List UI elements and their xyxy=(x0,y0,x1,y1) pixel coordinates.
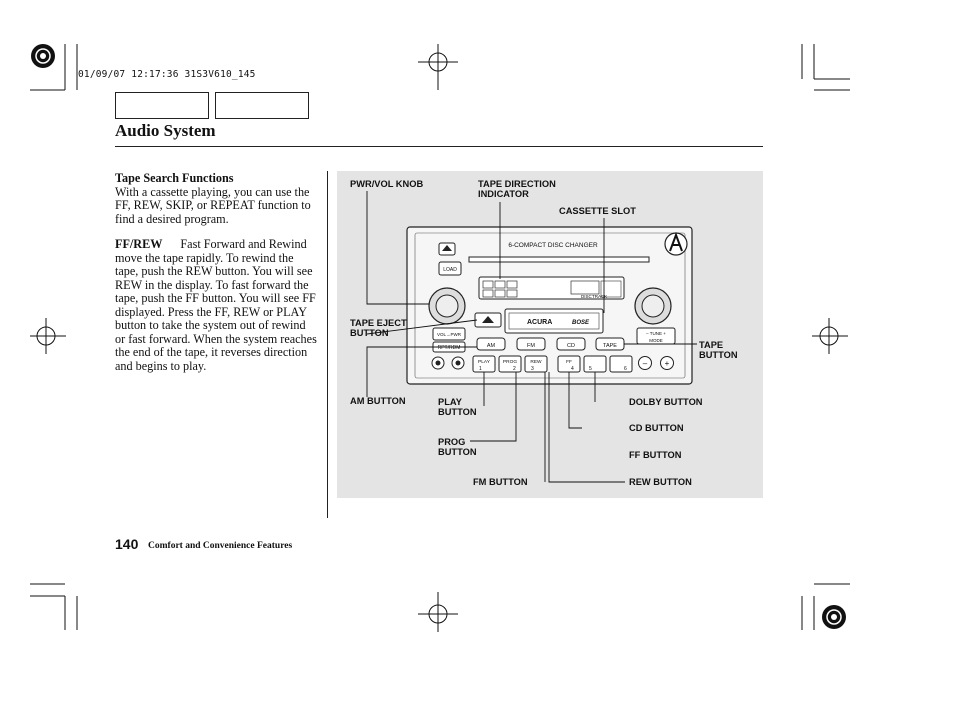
acura-brand: ACURA xyxy=(527,319,552,326)
callout-cd-button: CD BUTTON xyxy=(629,423,684,433)
preset-rew-label: REW xyxy=(530,359,542,365)
callout-tape-eject: TAPE EJECT BUTTON xyxy=(350,318,407,338)
callout-play-button: PLAY BUTTON xyxy=(438,397,477,417)
callout-fm-button: FM BUTTON xyxy=(473,477,528,487)
callout-pwr-vol-knob: PWR/VOL KNOB xyxy=(350,179,424,189)
callout-tape-direction: TAPE DIRECTION INDICATOR xyxy=(478,179,556,199)
nav-tab-box-2[interactable] xyxy=(215,92,309,119)
fm-key-label: FM xyxy=(527,343,535,349)
nav-tab-box-1[interactable] xyxy=(115,92,209,119)
ff-rew-term: FF/REW xyxy=(115,237,163,251)
tape-key-label: TAPE xyxy=(603,343,617,349)
preset-4: 4 xyxy=(571,366,574,372)
svg-text:–: – xyxy=(643,359,648,368)
audio-panel-figure: LOAD 6-COMPACT DISC CHANGER DISC TRACK xyxy=(337,171,763,498)
cd-key-label: CD xyxy=(567,343,575,349)
callout-rew-button: REW BUTTON xyxy=(629,477,692,487)
section-title: Audio System xyxy=(115,121,216,140)
preset-6: 6 xyxy=(624,366,627,372)
callout-ff-button: FF BUTTON xyxy=(629,450,682,460)
title-rule xyxy=(115,146,763,147)
print-header: 01/09/07 12:17:36 31S3V610_145 xyxy=(78,69,256,80)
preset-2: 2 xyxy=(513,366,516,372)
preset-5: 5 xyxy=(589,366,592,372)
preset-ff-label: FF xyxy=(566,359,572,365)
preset-3: 3 xyxy=(531,366,534,372)
preset-play-label: PLAY xyxy=(478,359,491,365)
tune-label: – TUNE + xyxy=(646,331,666,336)
mode-label: MODE xyxy=(649,338,663,343)
callout-tape-button: TAPE BUTTON xyxy=(699,340,738,360)
column-divider xyxy=(327,171,328,518)
audio-unit-illustration: LOAD 6-COMPACT DISC CHANGER DISC TRACK xyxy=(366,191,697,483)
page-number: 140 xyxy=(115,536,139,552)
callout-am-button: AM BUTTON xyxy=(350,396,406,406)
subsection-heading: Tape Search Functions xyxy=(115,171,234,185)
bose-brand: BOSE xyxy=(572,320,590,326)
ff-rew-text: Fast Forward and Rewind move the tape ra… xyxy=(115,237,317,373)
preset-prog-label: PROG xyxy=(503,359,517,365)
footer-section: Comfort and Convenience Features xyxy=(148,541,293,551)
load-button-label: LOAD xyxy=(443,267,457,273)
am-key-label: AM xyxy=(487,343,496,349)
disc-label: DISC xyxy=(581,294,593,299)
callout-dolby-button: DOLBY BUTTON xyxy=(629,397,703,407)
callout-cassette-slot: CASSETTE SLOT xyxy=(559,206,636,216)
intro-paragraph: With a cassette playing, you can use the… xyxy=(115,184,311,226)
svg-text:+: + xyxy=(665,359,670,368)
tape-search-section: Tape Search Functions With a cassette pl… xyxy=(115,171,317,226)
changer-label: 6-COMPACT DISC CHANGER xyxy=(508,242,598,249)
rpt-rdm-label: RPT/RDM xyxy=(438,345,461,351)
vol-pwr-label: VOL→PWR xyxy=(437,332,462,337)
callout-prog-button: PROG BUTTON xyxy=(438,437,477,457)
track-label: TRACK xyxy=(592,294,607,299)
preset-1: 1 xyxy=(479,366,482,372)
